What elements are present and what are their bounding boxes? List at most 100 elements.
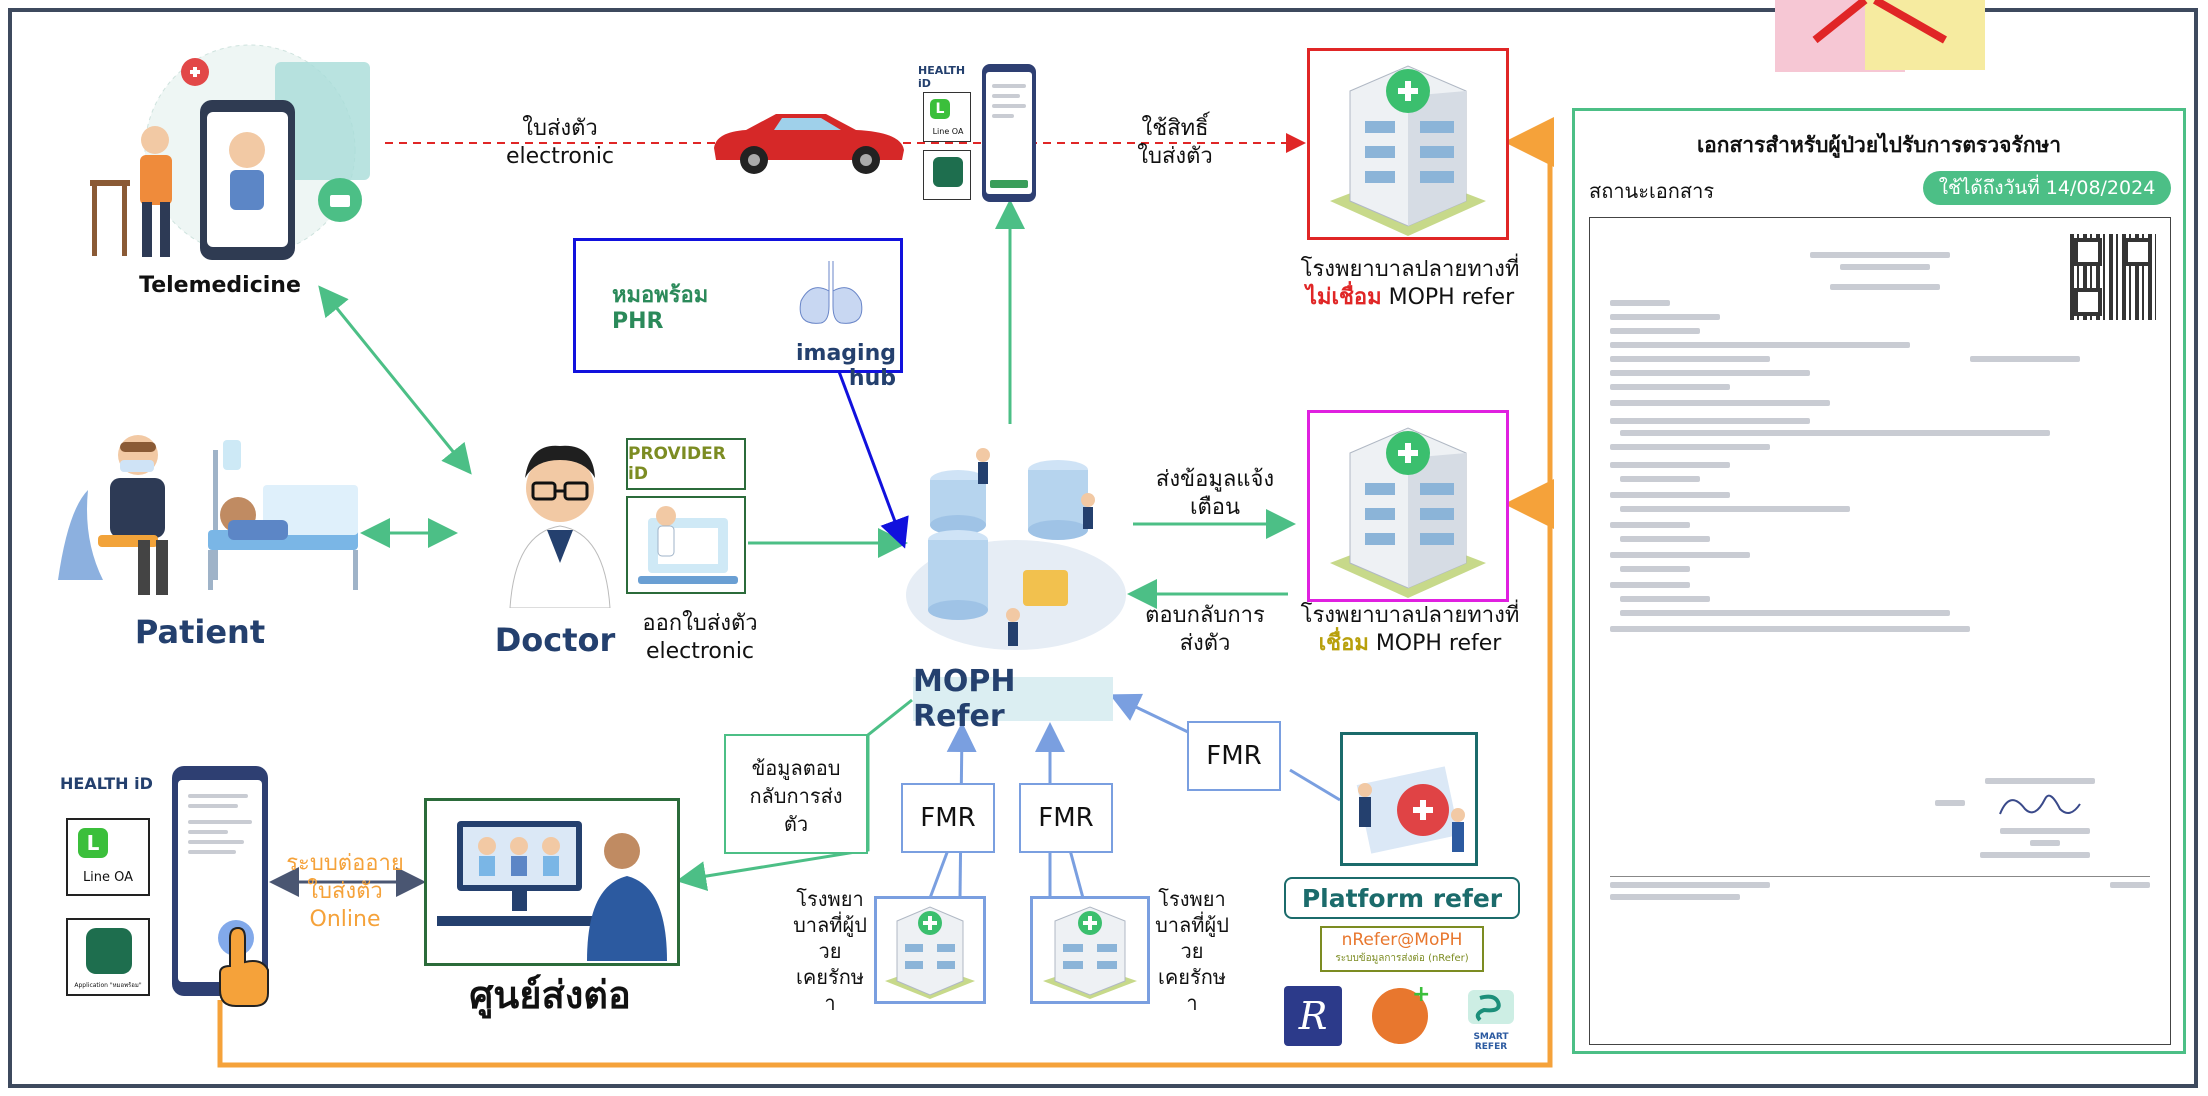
patient-label: Patient [134, 613, 266, 651]
provider-id-text: PROVIDER iD [628, 444, 726, 484]
telemedicine-label: Telemedicine [139, 273, 301, 298]
previous-care-label-left: โรงพยา บาลที่ผู้ป วย เคยรักษ า [780, 886, 880, 1016]
nrefer-text: nRefer@MoPH [1341, 930, 1463, 950]
provider-id-logo: PROVIDER iD [626, 438, 746, 490]
line-oa-logo-bottom[interactable]: L Line OA [66, 818, 150, 896]
hospital-connected-line1: โรงพยาบาลปลายทางที่ [1300, 603, 1520, 628]
not-connected-rest: MOPH refer [1381, 285, 1515, 310]
three-moh-refer-logo[interactable]: + [1372, 982, 1430, 1044]
hospital-building-icon [1330, 65, 1486, 236]
document-status-badge: ใช้ได้ถึงวันที่ 14/08/2024 00:00 น. [1923, 171, 2171, 233]
hospital-building-icon [885, 906, 975, 999]
fmr-box-1[interactable]: FMR [901, 783, 995, 853]
connected-highlight: เชื่อม [1318, 631, 1369, 656]
referral-center-box[interactable] [424, 798, 680, 966]
reply-data-line1: ข้อมูลตอบ [751, 756, 841, 780]
document-title: เอกสารสำหรับผู้ป่วยไปรับการตรวจรักษา [1696, 133, 2062, 157]
prev-right-line1: โรงพยา [1158, 887, 1226, 911]
referral-center-label: ศูนย์ส่งต่อ [469, 973, 631, 1017]
plus-icon: + [1412, 982, 1431, 1007]
edge-e-referral-top: ใบส่งตัว electronic [490, 115, 630, 171]
fmr-box-3[interactable]: FMR [1187, 721, 1281, 791]
prev-left-line2: บาลที่ผู้ป [793, 913, 867, 937]
phone-top-screen [986, 72, 1032, 194]
platform-refer-button[interactable]: Platform refer [1284, 877, 1520, 919]
prev-right-line2: บาลที่ผู้ป [1155, 913, 1229, 937]
phr-logo-text: หมอพร้อม PHR [612, 283, 709, 334]
online-system-line1: ระบบต่ออาย [286, 851, 404, 876]
hospital-connected-line2: เชื่อม MOPH refer [1275, 630, 1545, 658]
smart-refer-logo[interactable]: SMART REFER [1458, 986, 1524, 1052]
prev-right-line5: า [1186, 991, 1198, 1015]
reply-data-line2: กลับการส่ง [749, 784, 843, 808]
edge-reply-line1: ตอบกลับการ [1145, 603, 1265, 628]
edge-online-system: ระบบต่ออาย ใบส่งตัว Online [270, 850, 420, 934]
not-connected-highlight: ไม่เชื่อม [1305, 285, 1382, 310]
mor-prom-app-label: Application "หมอพร้อม" [74, 982, 142, 989]
doctor-caption-line1: ออกใบส่งตัว [642, 611, 758, 636]
telemedicine-illustration [80, 30, 380, 265]
imaging-hub-box[interactable]: หมอพร้อม PHR imaging hub [573, 238, 903, 391]
prev-right-line4: เคยรักษ [1158, 965, 1226, 989]
mor-prom-app-icon-bottom[interactable]: Application "หมอพร้อม" [66, 918, 150, 996]
prev-left-line3: วย [818, 939, 842, 963]
line-oa-top-text: Line OA [932, 127, 964, 136]
hospital-building-icon [1330, 427, 1486, 598]
line-oa-logo-top: L Line OA [923, 92, 971, 142]
imaging-hub-label: imaging hub [795, 341, 896, 391]
reply-data-box: ข้อมูลตอบ กลับการส่ง ตัว [724, 734, 868, 854]
hospital-connected-box[interactable] [1307, 410, 1509, 602]
edge-notify-line2: เตือน [1189, 495, 1241, 520]
platform-refer-label: Platform refer [1301, 883, 1503, 913]
signature [1999, 794, 2081, 815]
health-id-top-text: HEALTH iD [918, 64, 966, 90]
hospital-not-connected-box[interactable] [1307, 48, 1509, 240]
edge-reply-line2: ส่งตัว [1179, 631, 1231, 656]
moph-refer-label-box[interactable]: MOPH Refer [913, 664, 1113, 734]
smart-refer-text: SMART REFER [1473, 1032, 1509, 1052]
prev-left-line5: า [824, 991, 836, 1015]
online-system-line3: Online [309, 907, 381, 932]
nrefer-subtext: ระบบข้อมูลการส่งต่อ (nRefer) [1335, 953, 1469, 964]
document-panel: เอกสารสำหรับผู้ป่วยไปรับการตรวจรักษา สถา… [1572, 108, 2186, 1054]
phr-logo: หมอพร้อม PHR [612, 283, 742, 335]
hospital-not-connected-line1: โรงพยาบาลปลายทางที่ [1300, 257, 1520, 282]
patient-illustration [48, 430, 368, 605]
reply-data-text: ข้อมูลตอบ กลับการส่ง ตัว [726, 754, 866, 838]
line-icon: L [930, 99, 950, 119]
connected-rest: MOPH refer [1368, 631, 1502, 656]
health-id-bottom-text: HEALTH iD [60, 774, 153, 793]
line-oa-bottom-text: Line OA [82, 870, 134, 885]
fmr-box-2[interactable]: FMR [1019, 783, 1113, 853]
r-refer-logo[interactable]: R [1284, 986, 1342, 1046]
edge-notify-line1: ส่งข้อมูลแจ้ง [1155, 467, 1275, 492]
hospital-not-connected-label: โรงพยาบาลปลายทางที่ ไม่เชื่อม MOPH refer [1275, 256, 1545, 312]
doctor-illustration [505, 438, 615, 609]
edge-reply: ตอบกลับการ ส่งตัว [1130, 602, 1280, 658]
health-id-logo-top: HEALTH iD [918, 64, 973, 90]
mor-prom-icon [86, 928, 132, 974]
qr-code [2070, 234, 2156, 320]
moph-data-cloud-illustration [898, 420, 1133, 660]
previous-care-hospital-left[interactable] [874, 896, 986, 1004]
hospital-connected-label: โรงพยาบาลปลายทางที่ เชื่อม MOPH refer [1275, 602, 1545, 658]
line-icon: L [78, 828, 108, 858]
edge-notify: ส่งข้อมูลแจ้ง เตือน [1130, 466, 1300, 522]
prev-left-line1: โรงพยา [796, 887, 864, 911]
phone-top [982, 64, 1036, 202]
lungs-icon [791, 251, 871, 331]
prev-left-line4: เคยรักษ [796, 965, 864, 989]
previous-care-hospital-right[interactable] [1030, 896, 1150, 1004]
r-logo-glyph: R [1298, 994, 1328, 1038]
outer-frame [8, 8, 2198, 1088]
edge-use-right-line1: ใช้สิทธิ์ [1141, 116, 1209, 141]
nrefer-logo[interactable]: nRefer@MoPH ระบบข้อมูลการส่งต่อ (nRefer) [1320, 926, 1484, 972]
smart-refer-icon [1468, 990, 1514, 1024]
previous-care-label-right: โรงพยา บาลที่ผู้ป วย เคยรักษ า [1142, 886, 1242, 1016]
mor-prom-app-icon-top [923, 150, 971, 200]
health-id-logo-bottom: HEALTH iD [60, 774, 160, 808]
prev-right-line3: วย [1180, 939, 1204, 963]
car-illustration [706, 100, 911, 178]
mor-prom-icon [933, 157, 963, 187]
